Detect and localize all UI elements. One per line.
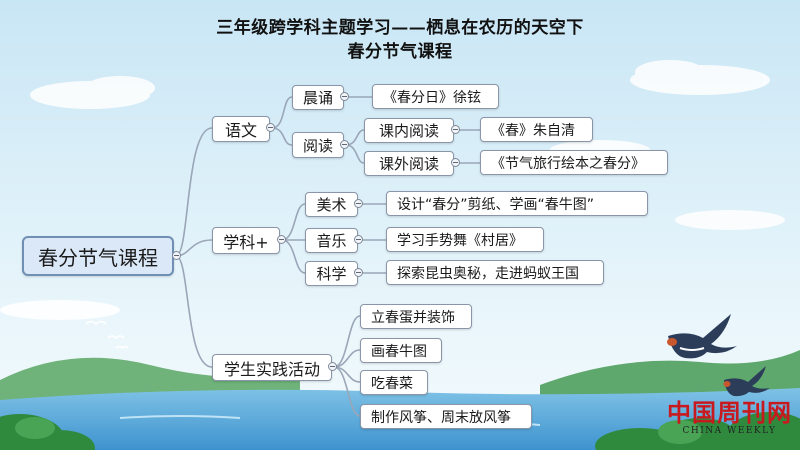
node-music[interactable]: 音乐 bbox=[305, 228, 358, 253]
collapse-toggle-icon[interactable] bbox=[340, 140, 349, 149]
collapse-toggle-icon[interactable] bbox=[354, 268, 363, 277]
branch-chinese[interactable]: 语文 bbox=[212, 116, 270, 142]
node-reading[interactable]: 阅读 bbox=[292, 132, 344, 158]
watermark-en: CHINA WEEKLY bbox=[682, 426, 777, 436]
collapse-toggle-icon[interactable] bbox=[277, 235, 286, 244]
collapse-toggle-icon[interactable] bbox=[451, 125, 460, 134]
swallow-icon bbox=[723, 366, 770, 397]
collapse-toggle-icon[interactable] bbox=[354, 199, 363, 208]
leaf-art-activity[interactable]: 设计“春分”剪纸、学画“春牛图” bbox=[386, 191, 648, 216]
branch-student-practice[interactable]: 学生实践活动 bbox=[212, 354, 332, 381]
leaf-draw-spring-ox[interactable]: 画春牛图 bbox=[360, 338, 442, 363]
node-art[interactable]: 美术 bbox=[305, 192, 358, 217]
mindmap-root[interactable]: 春分节气课程 bbox=[22, 236, 174, 276]
watermark: 中国周刊网 CHINA WEEKLY bbox=[667, 393, 792, 436]
collapse-toggle-icon[interactable] bbox=[340, 92, 349, 101]
collapse-toggle-icon[interactable] bbox=[266, 123, 275, 132]
seagull-icon bbox=[85, 320, 129, 350]
collapse-toggle-icon[interactable] bbox=[172, 251, 181, 260]
leaf-egg-decorating[interactable]: 立春蛋并装饰 bbox=[360, 304, 472, 329]
watermark-cn: 中国周刊网 bbox=[667, 398, 792, 427]
node-morning-recitation[interactable]: 晨诵 bbox=[292, 85, 344, 110]
swallow-icon bbox=[667, 314, 737, 359]
leaf-chunfenri[interactable]: 《春分日》徐铉 bbox=[372, 84, 499, 109]
leaf-eat-spring-greens[interactable]: 吃春菜 bbox=[360, 370, 428, 395]
collapse-toggle-icon[interactable] bbox=[328, 362, 337, 371]
leaf-kite-making[interactable]: 制作风筝、周末放风筝 bbox=[360, 404, 532, 429]
leaf-music-activity[interactable]: 学习手势舞《村居》 bbox=[386, 227, 544, 252]
node-extra-reading[interactable]: 课外阅读 bbox=[364, 151, 454, 176]
collapse-toggle-icon[interactable] bbox=[451, 158, 460, 167]
page-subtitle: 春分节气课程 bbox=[347, 42, 453, 62]
page-title: 三年级跨学科主题学习——栖息在农历的天空下 bbox=[216, 18, 584, 38]
node-science[interactable]: 科学 bbox=[305, 261, 358, 286]
leaf-science-activity[interactable]: 探索昆虫奥秘，走进蚂蚁王国 bbox=[386, 260, 604, 285]
collapse-toggle-icon[interactable] bbox=[354, 235, 363, 244]
branch-subjects-plus[interactable]: 学科+ bbox=[212, 227, 280, 254]
leaf-chun-zhuziqing[interactable]: 《春》朱自清 bbox=[480, 117, 593, 142]
node-in-class-reading[interactable]: 课内阅读 bbox=[364, 118, 454, 143]
leaf-picture-book[interactable]: 《节气旅行绘本之春分》 bbox=[480, 150, 668, 175]
